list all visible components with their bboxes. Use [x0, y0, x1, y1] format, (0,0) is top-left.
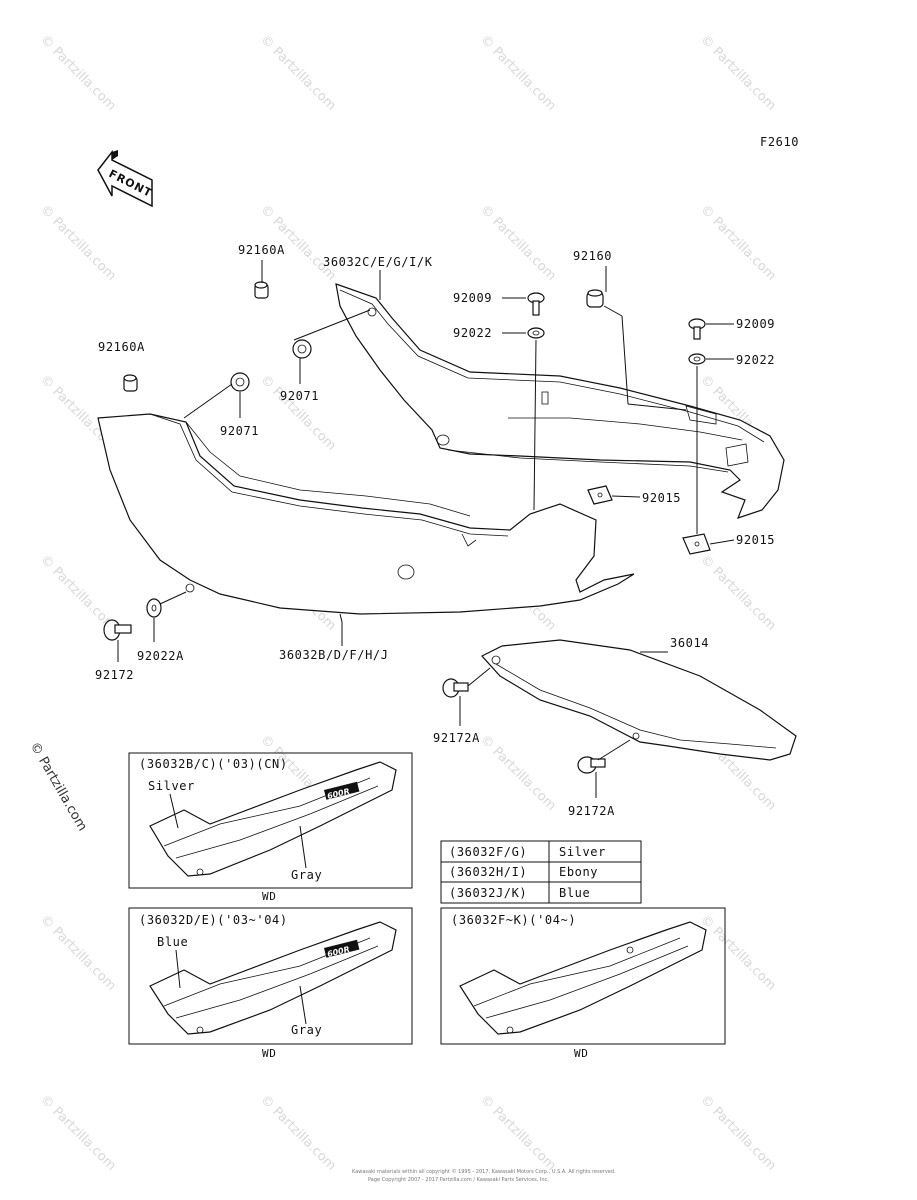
part-label: 92015: [736, 533, 775, 547]
part-label: 92022: [736, 353, 775, 367]
washer-icon: [688, 353, 706, 365]
color-label: Silver: [148, 779, 195, 793]
nut-clip-icon: [682, 533, 711, 555]
rubber-damper-icon: [292, 339, 312, 359]
watermark: © Partzilla.com: [697, 552, 779, 634]
part-label: 92022A: [137, 649, 184, 663]
watermark: © Partzilla.com: [477, 732, 559, 814]
figure-code: F2610: [760, 135, 799, 149]
side-watermark: © Partzilla.com: [27, 740, 90, 834]
watermark: © Partzilla.com: [257, 32, 339, 114]
part-label: 92071: [280, 389, 319, 403]
watermark: © Partzilla.com: [37, 1092, 119, 1174]
watermark: © Partzilla.com: [257, 1092, 339, 1174]
leader-lines: [117, 260, 735, 798]
part-label: 92009: [736, 317, 775, 331]
part-label: 36032B/D/F/H/J: [279, 648, 389, 662]
watermark: © Partzilla.com: [697, 912, 779, 994]
watermark: © Partzilla.com: [37, 202, 119, 284]
part-label: 92172A: [568, 804, 615, 818]
watermark: © Partzilla.com: [697, 202, 779, 284]
inset-c: (36032F~K)('04~) WD: [440, 907, 726, 1060]
watermark: © Partzilla.com: [477, 202, 559, 284]
side-cover-lower: [97, 413, 635, 615]
hardware: [103, 281, 711, 774]
inset-caption: WD: [574, 1047, 588, 1060]
inset-a: (36032B/C)('03)(CN) Silver Gray 600R WD: [128, 752, 413, 903]
grommet-icon: [254, 281, 269, 299]
rubber-damper-icon: [230, 372, 250, 392]
part-label: 92172A: [433, 731, 480, 745]
color-label: Gray: [291, 868, 322, 882]
grommet-icon: [586, 289, 604, 308]
front-arrow-icon: FRONT: [97, 149, 154, 208]
part-label: 36014: [670, 636, 709, 650]
watermark: © Partzilla.com: [37, 552, 119, 634]
grommet-icon: [123, 374, 138, 392]
bolt-icon: [442, 678, 469, 698]
inset-caption: WD: [262, 1047, 276, 1060]
part-label: 92022: [453, 326, 492, 340]
part-label: 92160A: [98, 340, 145, 354]
part-label: 92172: [95, 668, 134, 682]
screw-icon: [527, 292, 545, 316]
color-table-color: Blue: [559, 886, 590, 900]
nut-clip-icon: [587, 485, 613, 505]
color-table-color: Silver: [559, 845, 606, 859]
color-table-color: Ebony: [559, 865, 598, 879]
color-table-part: (36032H/I): [449, 865, 527, 879]
copyright-line: Page Copyright 2007 - 2017 Partzilla.com…: [368, 1177, 549, 1183]
side-cover-upper: [335, 283, 785, 519]
tail-cover: [481, 639, 797, 761]
inset-b: (36032D/E)('03~'04) Blue Gray 600R WD: [128, 907, 413, 1060]
watermark: © Partzilla.com: [37, 32, 119, 114]
color-table-part: (36032F/G): [449, 845, 527, 859]
part-label: 92071: [220, 424, 259, 438]
copyright-line: Kawasaki materials within all copyright …: [352, 1168, 616, 1175]
watermark: © Partzilla.com: [477, 1092, 559, 1174]
part-label: 36032C/E/G/I/K: [323, 255, 433, 269]
watermark: © Partzilla.com: [257, 372, 339, 454]
part-label: 92009: [453, 291, 492, 305]
watermark: © Partzilla.com: [37, 912, 119, 994]
bolt-icon: [577, 756, 606, 774]
color-label: Blue: [157, 935, 188, 949]
part-label: 92160: [573, 249, 612, 263]
washer-icon: [527, 327, 545, 339]
part-label: 92015: [642, 491, 681, 505]
part-labels: 92160A 36032C/E/G/I/K 92160 92009 92022 …: [95, 243, 775, 818]
watermark: © Partzilla.com: [477, 32, 559, 114]
color-table: (36032F/G) Silver (36032H/I) Ebony (3603…: [440, 840, 642, 904]
inset-title: (36032D/E)('03~'04): [139, 913, 288, 927]
bolt-icon: [103, 619, 132, 641]
inset-title: (36032F~K)('04~): [451, 913, 576, 927]
color-table-part: (36032J/K): [449, 886, 527, 900]
color-label: Gray: [291, 1023, 322, 1037]
inset-caption: WD: [262, 890, 276, 903]
inset-title: (36032B/C)('03)(CN): [139, 757, 288, 771]
washer-icon: [146, 598, 162, 618]
part-label: 92160A: [238, 243, 285, 257]
watermark: © Partzilla.com: [697, 1092, 779, 1174]
watermark: © Partzilla.com: [697, 32, 779, 114]
screw-icon: [688, 318, 706, 340]
